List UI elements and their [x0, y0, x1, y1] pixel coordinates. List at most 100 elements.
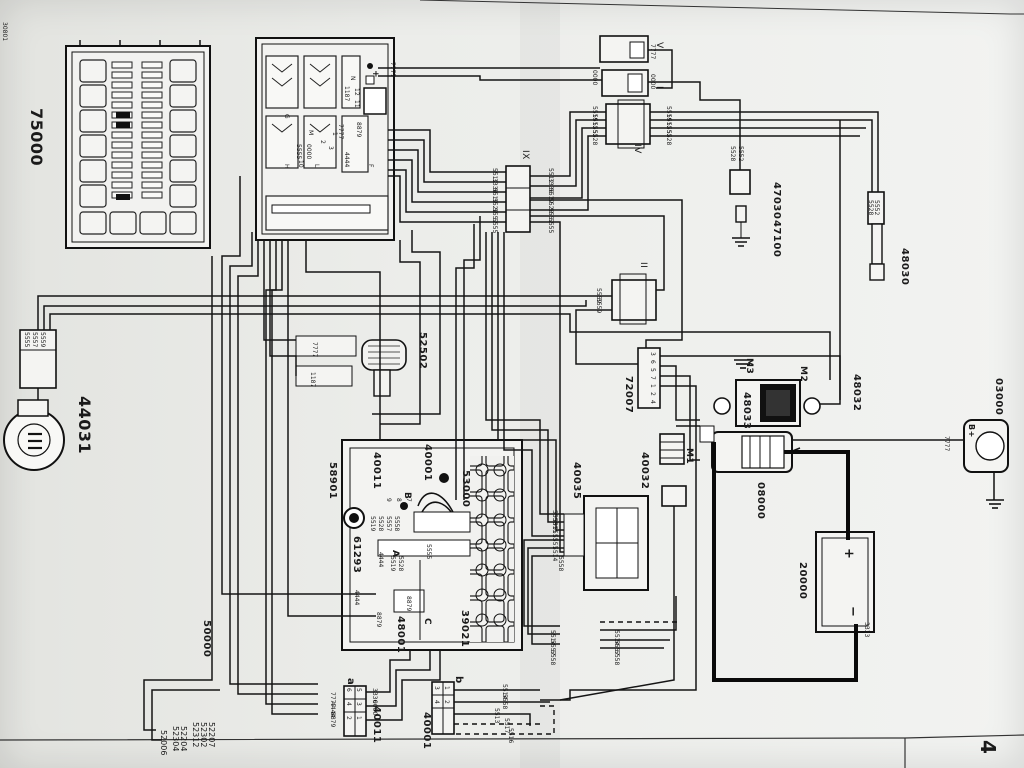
connector-IX	[505, 165, 531, 233]
label-40001-bottom: 40001	[421, 712, 432, 750]
wire-code: 5513	[493, 708, 500, 724]
pin-number: 3	[355, 702, 362, 706]
label-20000: 20000	[797, 562, 808, 600]
pin-number: 2	[443, 700, 450, 704]
label-50000: 50000	[201, 620, 212, 658]
wire-code: 5528	[377, 516, 384, 532]
wire-code: 8879	[375, 612, 382, 628]
wire-code: 0000	[591, 70, 598, 86]
wire-code: 5559	[595, 298, 602, 314]
pin-number: 1	[443, 686, 450, 690]
pin-number: 10	[297, 160, 304, 168]
pin-number: 4	[433, 700, 440, 704]
wire-code: 5528	[729, 146, 736, 162]
wire-code: 5516	[507, 728, 514, 744]
label-a: a	[345, 678, 356, 686]
label-N: N	[349, 76, 356, 81]
label-52304: 52304	[171, 726, 180, 752]
wire-code: 0000	[305, 144, 312, 160]
label-48032: 48032	[851, 374, 862, 412]
wire-code: 5557	[385, 516, 392, 532]
label-F: F	[367, 164, 374, 168]
wire-code: 5528	[665, 130, 672, 146]
label-52312: 52312	[191, 722, 200, 748]
label-40035: 40035	[571, 462, 582, 500]
pin-number: 8	[395, 498, 402, 502]
wire-code: 5552	[737, 146, 744, 162]
fusebox-75000	[65, 40, 211, 249]
page-top-border	[419, 0, 1024, 15]
label-52502: 52502	[417, 332, 428, 370]
sensor-48030	[867, 191, 885, 281]
wire-code: 5528	[867, 200, 874, 216]
pin-number: 7	[649, 376, 656, 380]
label-58901: 58901	[327, 462, 338, 500]
pin-number: 9	[385, 498, 392, 502]
starter-motor-08000	[699, 425, 793, 473]
pin-number: 6	[345, 688, 352, 692]
wire-code: 1187	[343, 86, 350, 102]
label-52204: 52204	[179, 726, 188, 752]
pin-number: 7	[405, 498, 412, 502]
label-52006: 52006	[159, 730, 168, 756]
label-08000: 08000	[755, 482, 766, 520]
optional-wiring	[454, 621, 680, 735]
label-M2: M2	[798, 366, 808, 383]
wire-code: 5528	[591, 130, 598, 146]
wire-code: 5558	[557, 556, 564, 572]
label-53000: 53000	[460, 470, 471, 508]
pin-number: 1	[331, 132, 338, 136]
pin-number: 2	[319, 140, 326, 144]
wire-code: 5559	[39, 332, 46, 348]
plug-40032	[659, 433, 687, 507]
label-72007: 72007	[623, 376, 634, 414]
label-B-plus: B+	[967, 424, 976, 438]
label-52207: 52207	[207, 722, 216, 748]
label-40032: 40032	[639, 452, 650, 490]
pin-number: 12	[353, 88, 360, 96]
connector-a	[343, 685, 367, 737]
wire-code: 8879	[405, 596, 412, 612]
label-L: L	[313, 164, 320, 168]
battery-cables	[712, 442, 858, 682]
wire-code: 5555	[547, 218, 554, 234]
connector-b	[431, 681, 455, 735]
label-47100: 47100	[771, 220, 782, 258]
wire-code: 0000	[649, 74, 656, 90]
wire-code: 0000	[371, 700, 378, 716]
relay-48033	[713, 379, 821, 427]
wire-code: 5558	[501, 694, 508, 710]
alternator-03000	[963, 419, 1009, 500]
wire-code: 7777	[649, 44, 656, 60]
pin-number: 1	[649, 384, 656, 388]
label-48033: 48033	[741, 392, 752, 430]
label-connector-II: II	[638, 262, 648, 269]
label-connector-IX: IX	[520, 150, 530, 160]
wire-code: 4444	[343, 152, 350, 168]
relay-plus: +	[370, 70, 380, 79]
wire-code: 8879	[355, 122, 362, 138]
pin-number: 6	[649, 360, 656, 364]
pin-number: 5	[355, 688, 362, 692]
battery-plus: +	[841, 548, 856, 560]
wire-code: 7777	[337, 124, 344, 140]
wire-code: 5519	[389, 556, 396, 572]
pin-number: 2	[649, 392, 656, 396]
wire-code: 7777	[943, 436, 950, 452]
wire-code: 1187	[309, 372, 316, 388]
wire-code: 4444	[353, 590, 360, 606]
label-47030: 47030	[771, 182, 782, 220]
battery-20000	[815, 531, 875, 633]
fuse-blown-marker	[116, 112, 130, 118]
wire-code: 5519	[369, 516, 376, 532]
corner-code: 30801	[1, 22, 8, 42]
wire-code: 3333	[863, 622, 870, 638]
sensor-47030	[729, 169, 751, 247]
wire-code: 5552	[873, 200, 880, 216]
wire-code: 5558	[613, 650, 620, 666]
wire-code: 5555	[23, 332, 30, 348]
wire-code: 5558	[393, 516, 400, 532]
pin-number: 3	[649, 352, 656, 356]
